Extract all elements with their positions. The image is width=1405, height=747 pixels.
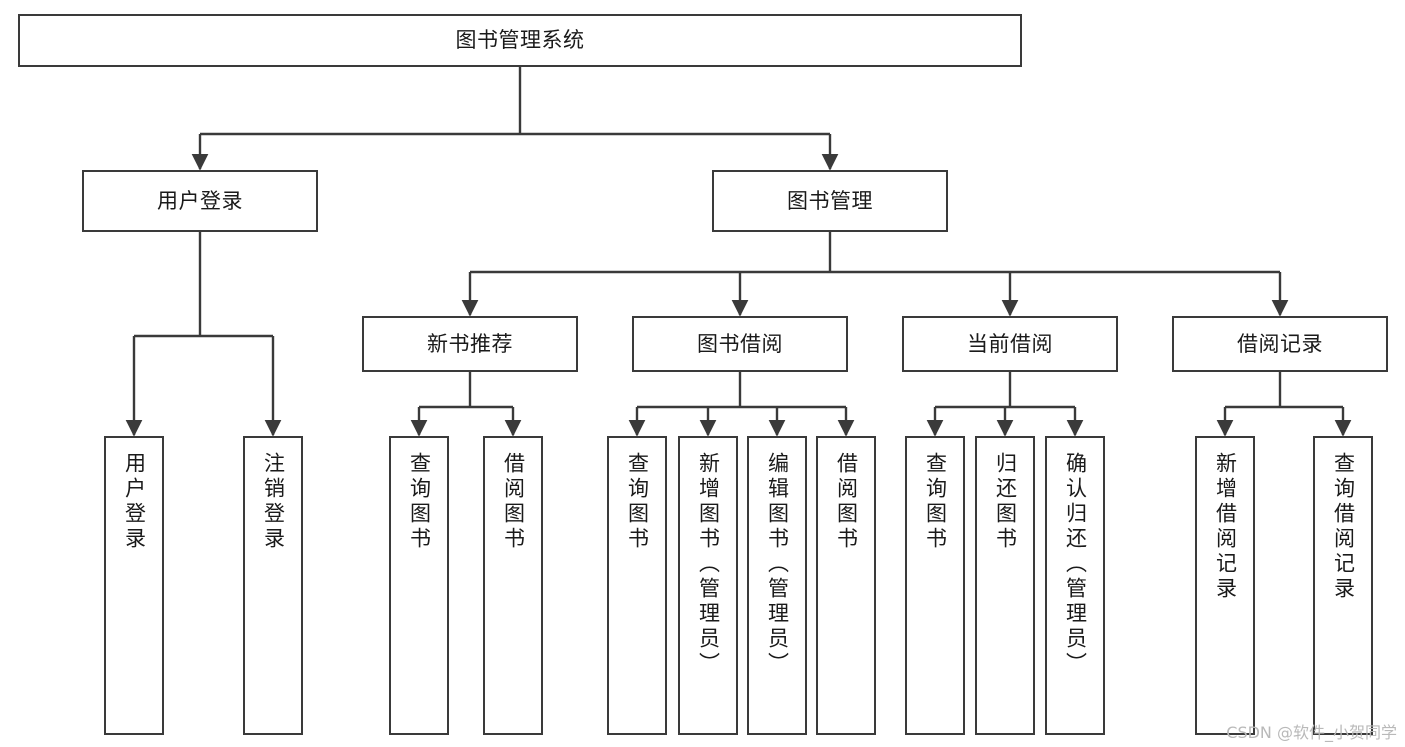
node-leaf-b-borrow[interactable]: 借阅图书 (816, 436, 876, 735)
node-borrow[interactable]: 图书借阅 (632, 316, 848, 372)
node-label: 当前借阅 (967, 331, 1053, 356)
watermark: CSDN @软件_小贺同学 (1226, 723, 1397, 742)
node-label: 确认归还（管理员） (1063, 452, 1088, 677)
node-label: 借阅图书 (834, 452, 859, 552)
node-label: 图书借阅 (697, 331, 783, 356)
node-label: 新书推荐 (427, 331, 513, 356)
node-label: 查询图书 (407, 452, 432, 552)
node-label: 用户登录 (122, 452, 147, 552)
node-label: 查询图书 (625, 452, 650, 552)
node-label: 借阅图书 (501, 452, 526, 552)
node-root[interactable]: 图书管理系统 (18, 14, 1022, 67)
node-label: 借阅记录 (1237, 331, 1323, 356)
node-leaf-c-confirm[interactable]: 确认归还（管理员） (1045, 436, 1105, 735)
node-current[interactable]: 当前借阅 (902, 316, 1118, 372)
node-leaf-user-logout[interactable]: 注销登录 (243, 436, 303, 735)
node-leaf-b-add[interactable]: 新增图书（管理员） (678, 436, 738, 735)
node-history[interactable]: 借阅记录 (1172, 316, 1388, 372)
node-label: 新增借阅记录 (1213, 452, 1238, 602)
node-label: 图书管理 (787, 188, 873, 213)
node-leaf-c-query[interactable]: 查询图书 (905, 436, 965, 735)
node-leaf-c-return[interactable]: 归还图书 (975, 436, 1035, 735)
node-label: 编辑图书（管理员） (765, 452, 790, 677)
node-leaf-b-edit[interactable]: 编辑图书（管理员） (747, 436, 807, 735)
node-login[interactable]: 用户登录 (82, 170, 318, 232)
node-leaf-new-borrow[interactable]: 借阅图书 (483, 436, 543, 735)
node-label: 新增图书（管理员） (696, 452, 721, 677)
node-label: 用户登录 (157, 188, 243, 213)
node-label: 图书管理系统 (455, 28, 585, 53)
node-label: 注销登录 (261, 452, 286, 552)
node-label: 查询借阅记录 (1331, 452, 1356, 602)
node-leaf-user-login[interactable]: 用户登录 (104, 436, 164, 735)
node-label: 归还图书 (993, 452, 1018, 552)
node-bookmgmt[interactable]: 图书管理 (712, 170, 948, 232)
edge-group (125, 67, 1352, 437)
node-newrec[interactable]: 新书推荐 (362, 316, 578, 372)
node-leaf-b-query[interactable]: 查询图书 (607, 436, 667, 735)
node-leaf-new-query[interactable]: 查询图书 (389, 436, 449, 735)
node-label: 查询图书 (923, 452, 948, 552)
node-leaf-h-query[interactable]: 查询借阅记录 (1313, 436, 1373, 735)
node-leaf-h-add[interactable]: 新增借阅记录 (1195, 436, 1255, 735)
